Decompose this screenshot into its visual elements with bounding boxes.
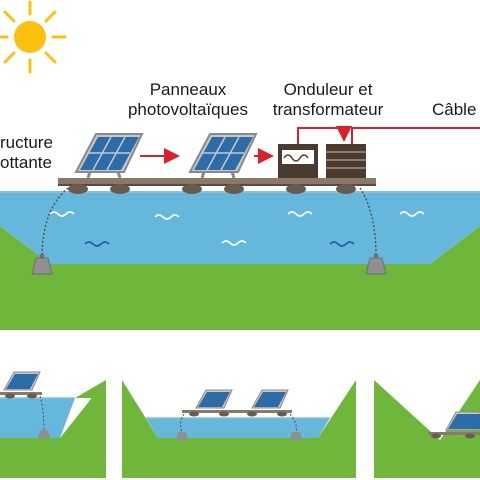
wave-icon [49,211,425,246]
label-structure: ructure ottante [0,133,53,173]
inverter-box [278,144,318,178]
mooring-line-left [41,187,69,259]
anchor-block-icon [31,253,53,275]
label-panels: Panneaux photovoltaïques [118,80,258,120]
wave-icon [84,241,355,247]
label-inverter-line2: transformateur [272,100,384,119]
label-panels-line1: Panneaux [149,80,227,99]
solar-panel [74,133,144,179]
label-structure-line1: ructure [0,133,53,152]
sun-icon [0,0,67,74]
main-scene [0,126,480,330]
label-panels-line2: photovoltaïques [127,100,249,119]
ground-left [0,226,480,330]
solar-panel [188,133,258,179]
label-inverter-line1: Onduleur et [283,80,373,99]
label-cable: Câble [432,100,477,119]
anchor-block-icon [365,253,387,275]
transformer-box [326,144,366,178]
scenario-3 [374,380,480,478]
water-body [0,192,480,264]
mooring-line-right [359,187,377,259]
label-inverter: Onduleur et transformateur [258,80,398,120]
scenario-2 [122,380,356,478]
arrow-right-icon [140,126,480,164]
floating-structure [58,178,376,194]
scenario-1 [0,371,106,478]
label-structure-line2: ottante [0,153,52,172]
